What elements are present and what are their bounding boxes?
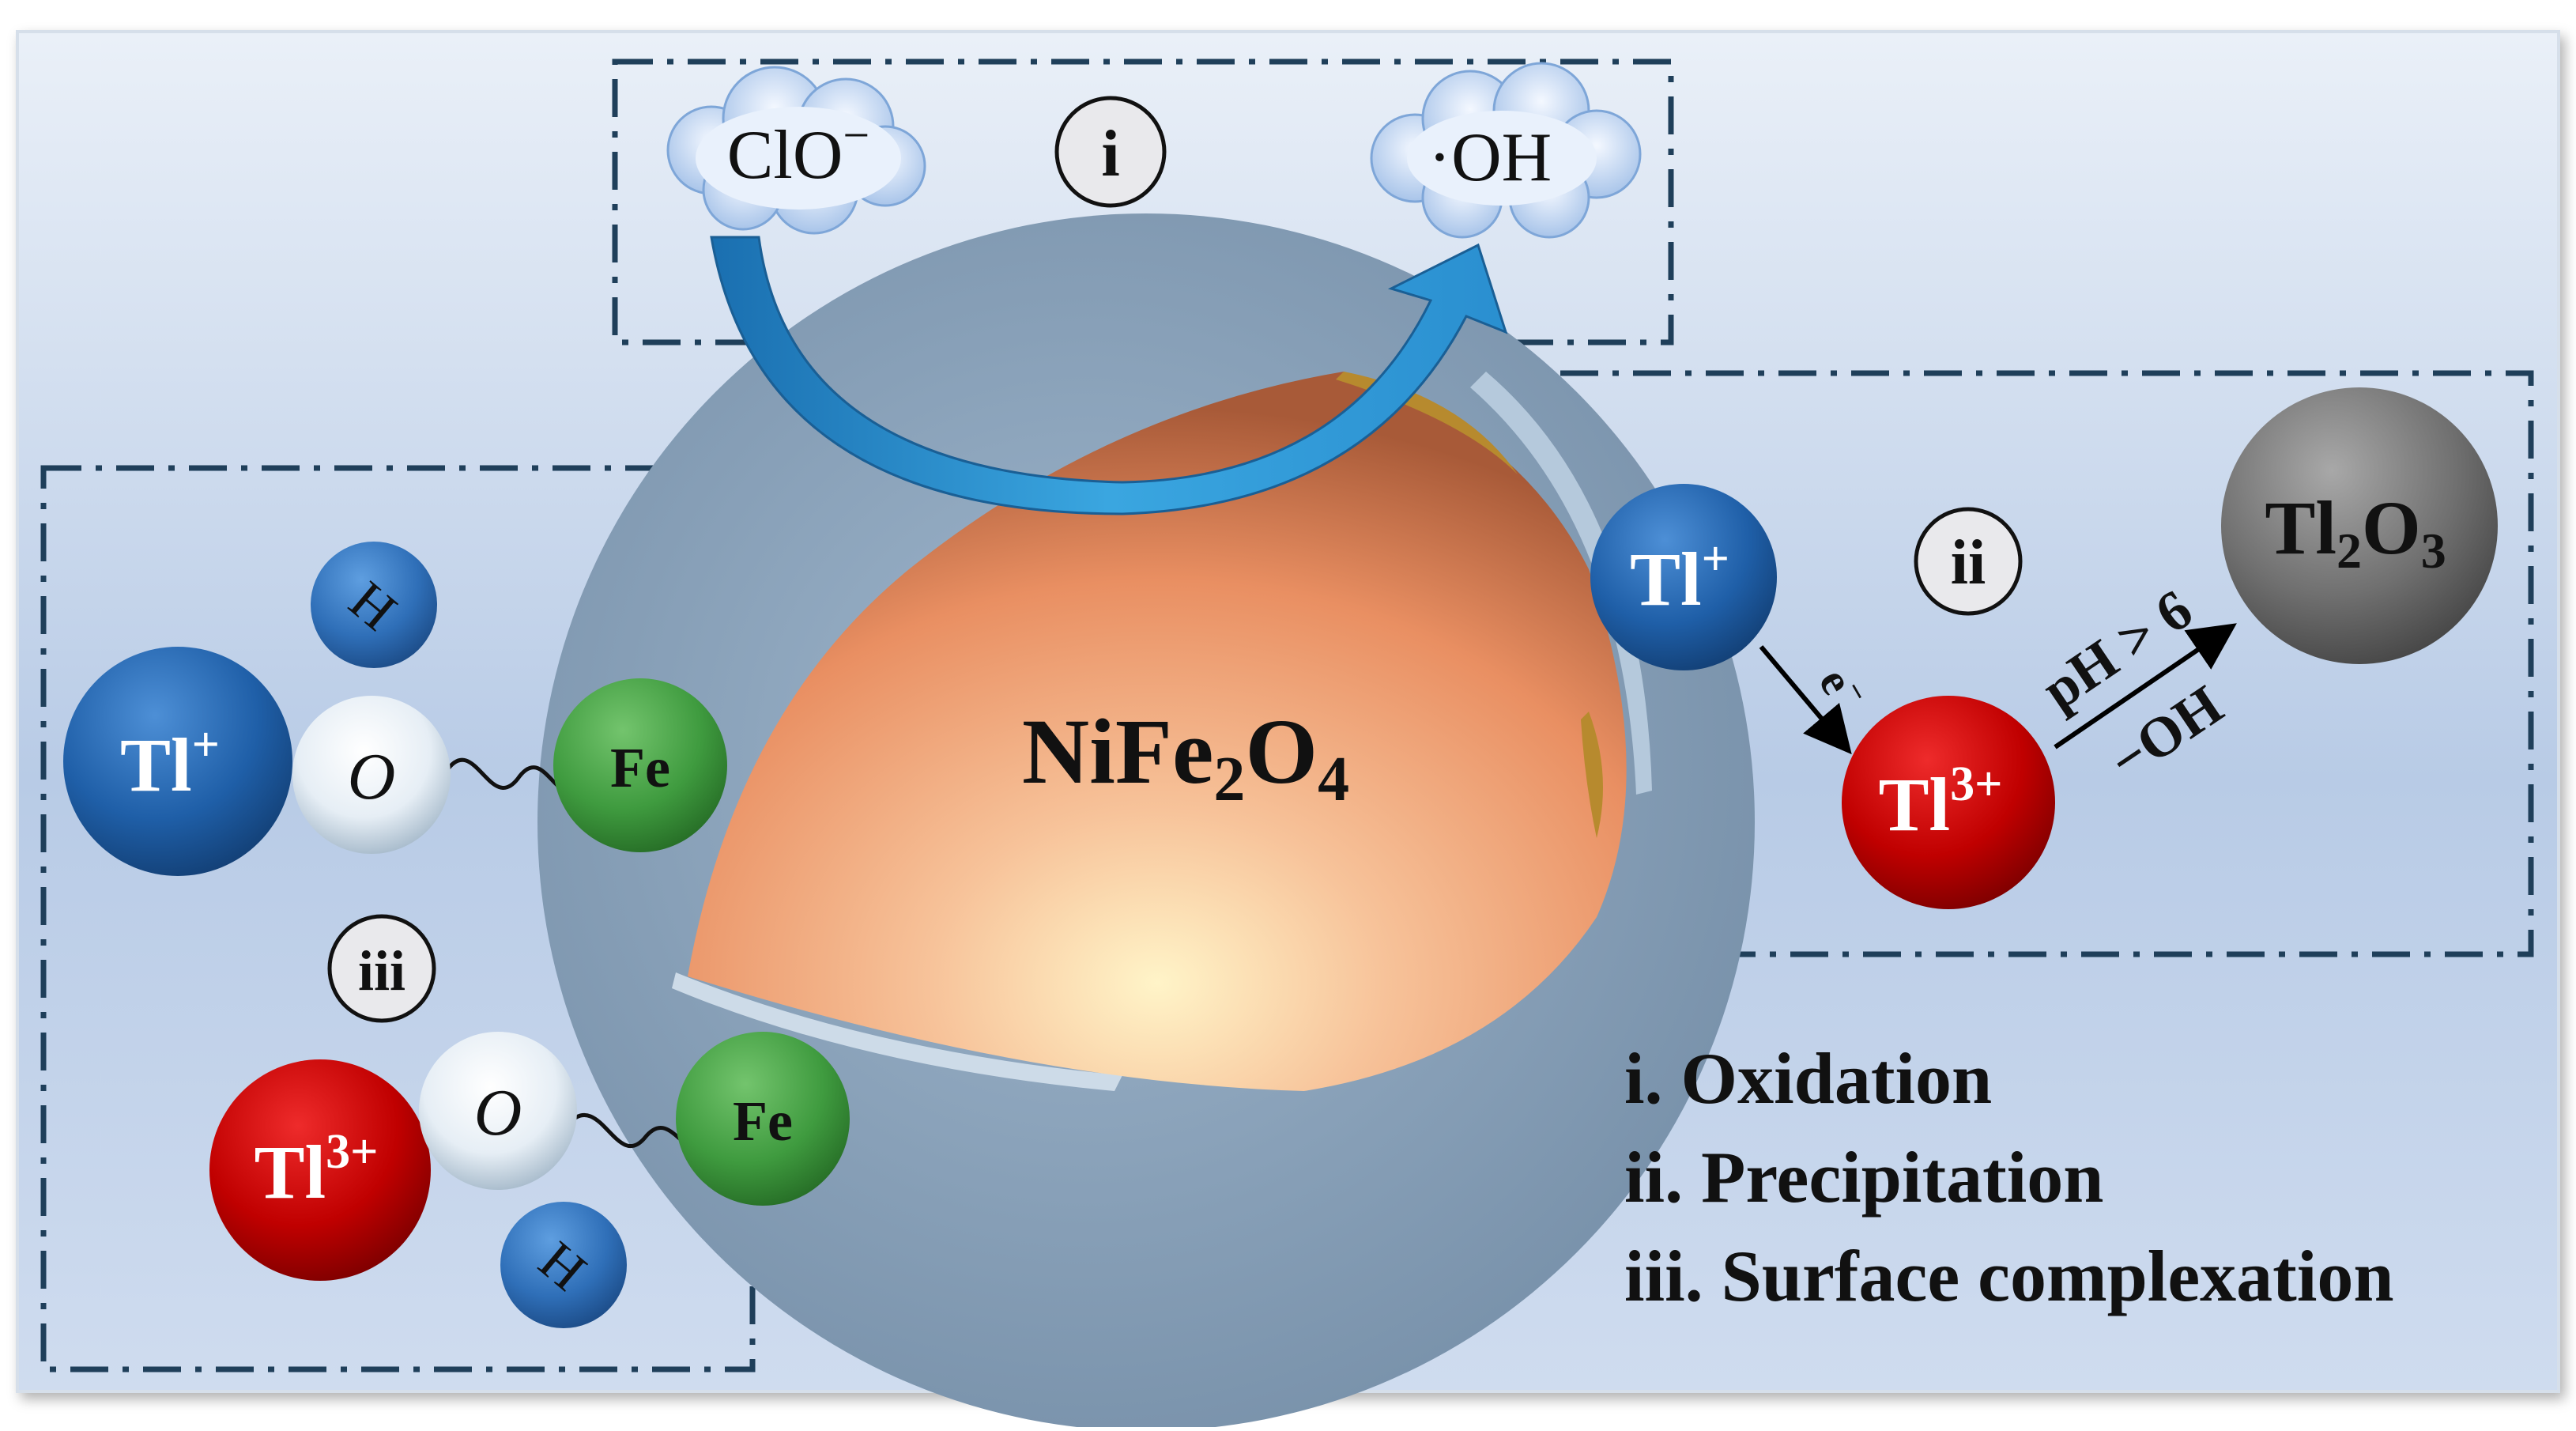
precipitation-arrow bbox=[2054, 623, 2237, 749]
core-edge-gold-2 bbox=[1581, 712, 1603, 838]
core-label-mid: O bbox=[1245, 700, 1318, 803]
reactant-charge: − bbox=[843, 109, 869, 161]
tl3-label-ii: Tl3+ bbox=[1878, 757, 2002, 847]
product-label: ·OH bbox=[1428, 119, 1552, 196]
core-label-base: NiFe bbox=[1022, 700, 1213, 803]
tl3-iii-charge: 3+ bbox=[326, 1125, 378, 1179]
core-wedge bbox=[688, 372, 1627, 1091]
tl-plus-iii-base: Tl bbox=[120, 723, 192, 807]
legend-item-oxidation: i. Oxidation bbox=[1624, 1038, 1992, 1119]
legend-item-surface-complexation: iii. Surface complexation bbox=[1624, 1236, 2394, 1316]
fe-label-top: Fe bbox=[610, 736, 670, 799]
core-label-sub1: 2 bbox=[1213, 745, 1245, 814]
oxidation-arrow bbox=[710, 236, 1508, 515]
roman-ii-text: ii bbox=[1951, 528, 1986, 598]
tl-plus-label-iii: Tl+ bbox=[120, 718, 220, 807]
complexation-box bbox=[40, 465, 756, 1372]
tl3-ball-iii bbox=[209, 1059, 431, 1281]
dashed-boxes bbox=[40, 59, 2534, 1372]
tl3-ii-base: Tl bbox=[1878, 762, 1950, 847]
reactant-label: ClO− bbox=[727, 109, 870, 194]
tl2o3-sub1: 2 bbox=[2337, 523, 2362, 579]
o-label-bottom: O bbox=[474, 1076, 522, 1150]
core-label: NiFe2O4 bbox=[1022, 700, 1349, 814]
fe-ball-top bbox=[553, 678, 727, 852]
tl2o3-sub2: 3 bbox=[2421, 523, 2446, 579]
legend-item-precipitation: ii. Precipitation bbox=[1624, 1137, 2103, 1218]
o-label-top: O bbox=[348, 740, 396, 814]
roman-i-text: i bbox=[1101, 117, 1119, 191]
fe-ball-bottom bbox=[676, 1032, 850, 1206]
tl-plus-ii-base: Tl bbox=[1630, 537, 1702, 621]
tl2o3-mid: O bbox=[2362, 485, 2421, 570]
electron-label: e− bbox=[1809, 657, 1877, 719]
precipitation-box bbox=[1412, 370, 2534, 957]
roman-iii-text: iii bbox=[358, 939, 405, 1002]
shell-rim-lower bbox=[672, 972, 1122, 1091]
tl-plus-ii-charge: + bbox=[1702, 532, 1729, 586]
tl-plus-label-ii: Tl+ bbox=[1630, 532, 1729, 621]
tl3-ii-charge: 3+ bbox=[1950, 757, 2002, 811]
o-ball-top bbox=[292, 696, 451, 854]
core-edge-gold bbox=[1336, 372, 1518, 474]
roman-iii-badge bbox=[327, 914, 436, 1023]
tl-plus-ball-iii bbox=[63, 647, 292, 876]
fe-label-bottom: Fe bbox=[733, 1089, 793, 1153]
tl3-label-iii: Tl3+ bbox=[254, 1125, 378, 1214]
h-ball-top bbox=[311, 542, 437, 668]
reactant-cloud bbox=[666, 66, 926, 235]
roman-i-badge bbox=[1054, 96, 1167, 208]
tl3-iii-base: Tl bbox=[254, 1130, 326, 1214]
product-cloud bbox=[1370, 62, 1642, 239]
roman-ii-badge bbox=[1914, 507, 2023, 616]
tl-plus-iii-charge: + bbox=[192, 718, 220, 772]
oxidation-box bbox=[612, 59, 1674, 345]
reactant-text: ClO bbox=[727, 117, 843, 194]
tl3-ball-ii bbox=[1842, 696, 2055, 909]
legend: i. Oxidation ii. Precipitation iii. Surf… bbox=[1624, 1038, 2394, 1316]
tl2o3-ball bbox=[2221, 387, 2498, 664]
electron-arrow bbox=[1759, 645, 1852, 755]
tl-plus-ball-ii bbox=[1590, 484, 1777, 670]
tl2o3-base: Tl bbox=[2265, 485, 2337, 570]
core-label-sub2: 4 bbox=[1318, 745, 1349, 814]
o-ball-bottom bbox=[419, 1032, 577, 1190]
tl2o3-label: Tl2O3 bbox=[2265, 485, 2446, 579]
h-ball-bottom bbox=[500, 1202, 627, 1328]
